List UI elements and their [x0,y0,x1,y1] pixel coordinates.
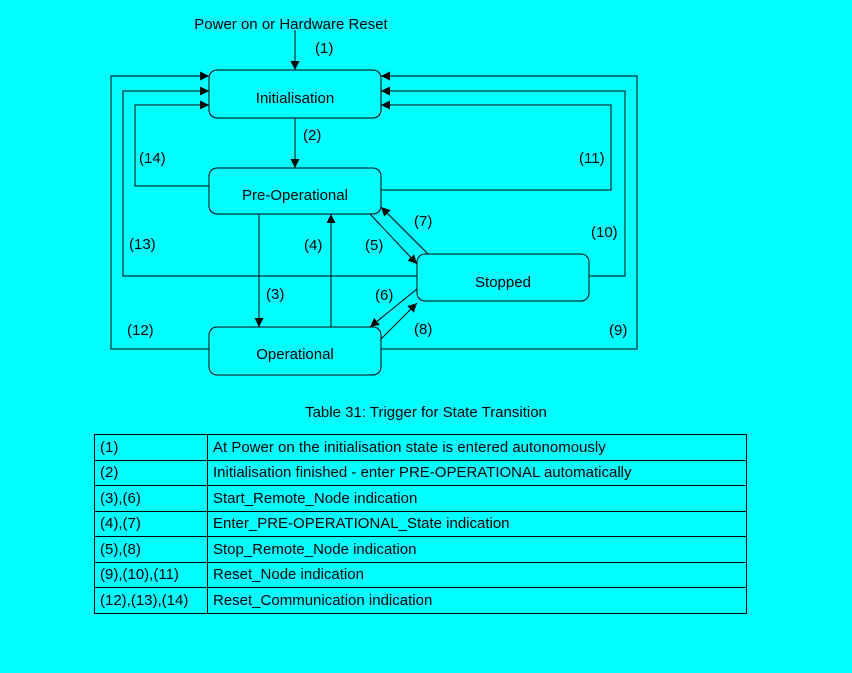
description-cell: Start_Remote_Node indication [207,485,747,512]
trigger-table: (1)At Power on the initialisation state … [94,434,747,614]
trigger-cell: (2) [94,459,208,486]
transition-3-label: (3) [266,286,284,303]
transition-13-line [122,86,417,277]
transition-12-label: (12) [127,322,154,339]
transition-9-label: (9) [609,322,627,339]
table-row: (1)At Power on the initialisation state … [94,434,747,461]
transition-14-label: (14) [139,150,166,167]
description-cell: Reset_Node indication [207,561,747,588]
transition-8-label: (8) [414,321,432,338]
description-cell: Enter_PRE-OPERATIONAL_State indication [207,510,747,537]
transition-5-arrow [369,213,418,265]
description-cell: Initialisation finished - enter PRE-OPER… [207,459,747,486]
entry-label: Power on or Hardware Reset [194,16,388,33]
transition-6-label: (6) [375,287,393,304]
transition-5-label: (5) [365,237,383,254]
transition-7-arrow [380,206,429,255]
description-cell: Reset_Communication indication [207,587,747,614]
transition-6-arrow [369,288,418,328]
transition-4-label: (4) [304,237,322,254]
description-cell: At Power on the initialisation state is … [207,434,747,461]
trigger-cell: (1) [94,434,208,461]
transition-12-line [110,71,209,350]
transition-11-label: (11) [579,150,605,167]
table-row: (2)Initialisation finished - enter PRE-O… [94,459,747,486]
transition-13-label: (13) [129,236,156,253]
transition-10-label: (10) [591,224,618,241]
state-stopped-label: Stopped [475,274,531,291]
transition-2-label: (2) [303,127,321,144]
transition-7-label: (7) [414,213,432,230]
table-row: (3),(6)Start_Remote_Node indication [94,485,747,512]
state-pre-operational-label: Pre-Operational [242,187,348,204]
transition-1-label: (1) [315,40,333,57]
trigger-cell: (3),(6) [94,485,208,512]
state-diagram: Power on or Hardware Reset Initialisatio… [110,16,638,376]
table-caption: Table 31: Trigger for State Transition [305,404,547,421]
table-row: (5),(8)Stop_Remote_Node indication [94,536,747,563]
description-cell: Stop_Remote_Node indication [207,536,747,563]
table-row: (12),(13),(14)Reset_Communication indica… [94,587,747,614]
transition-14-line [134,100,209,187]
table-row: (4),(7)Enter_PRE-OPERATIONAL_State indic… [94,510,747,537]
state-stopped-box [416,253,590,302]
trigger-cell: (5),(8) [94,536,208,563]
trigger-cell: (9),(10),(11) [94,561,208,588]
transition-8-arrow [380,302,418,340]
trigger-cell: (4),(7) [94,510,208,537]
transition-10-line [381,86,626,277]
trigger-table-body: (1)At Power on the initialisation state … [94,434,747,614]
transition-9-line [381,71,638,350]
table-row: (9),(10),(11)Reset_Node indication [94,561,747,588]
state-operational-label: Operational [256,346,334,363]
trigger-cell: (12),(13),(14) [94,587,208,614]
state-operational-box [208,326,382,376]
transition-11-line [381,100,612,191]
state-initialisation-label: Initialisation [256,90,334,107]
